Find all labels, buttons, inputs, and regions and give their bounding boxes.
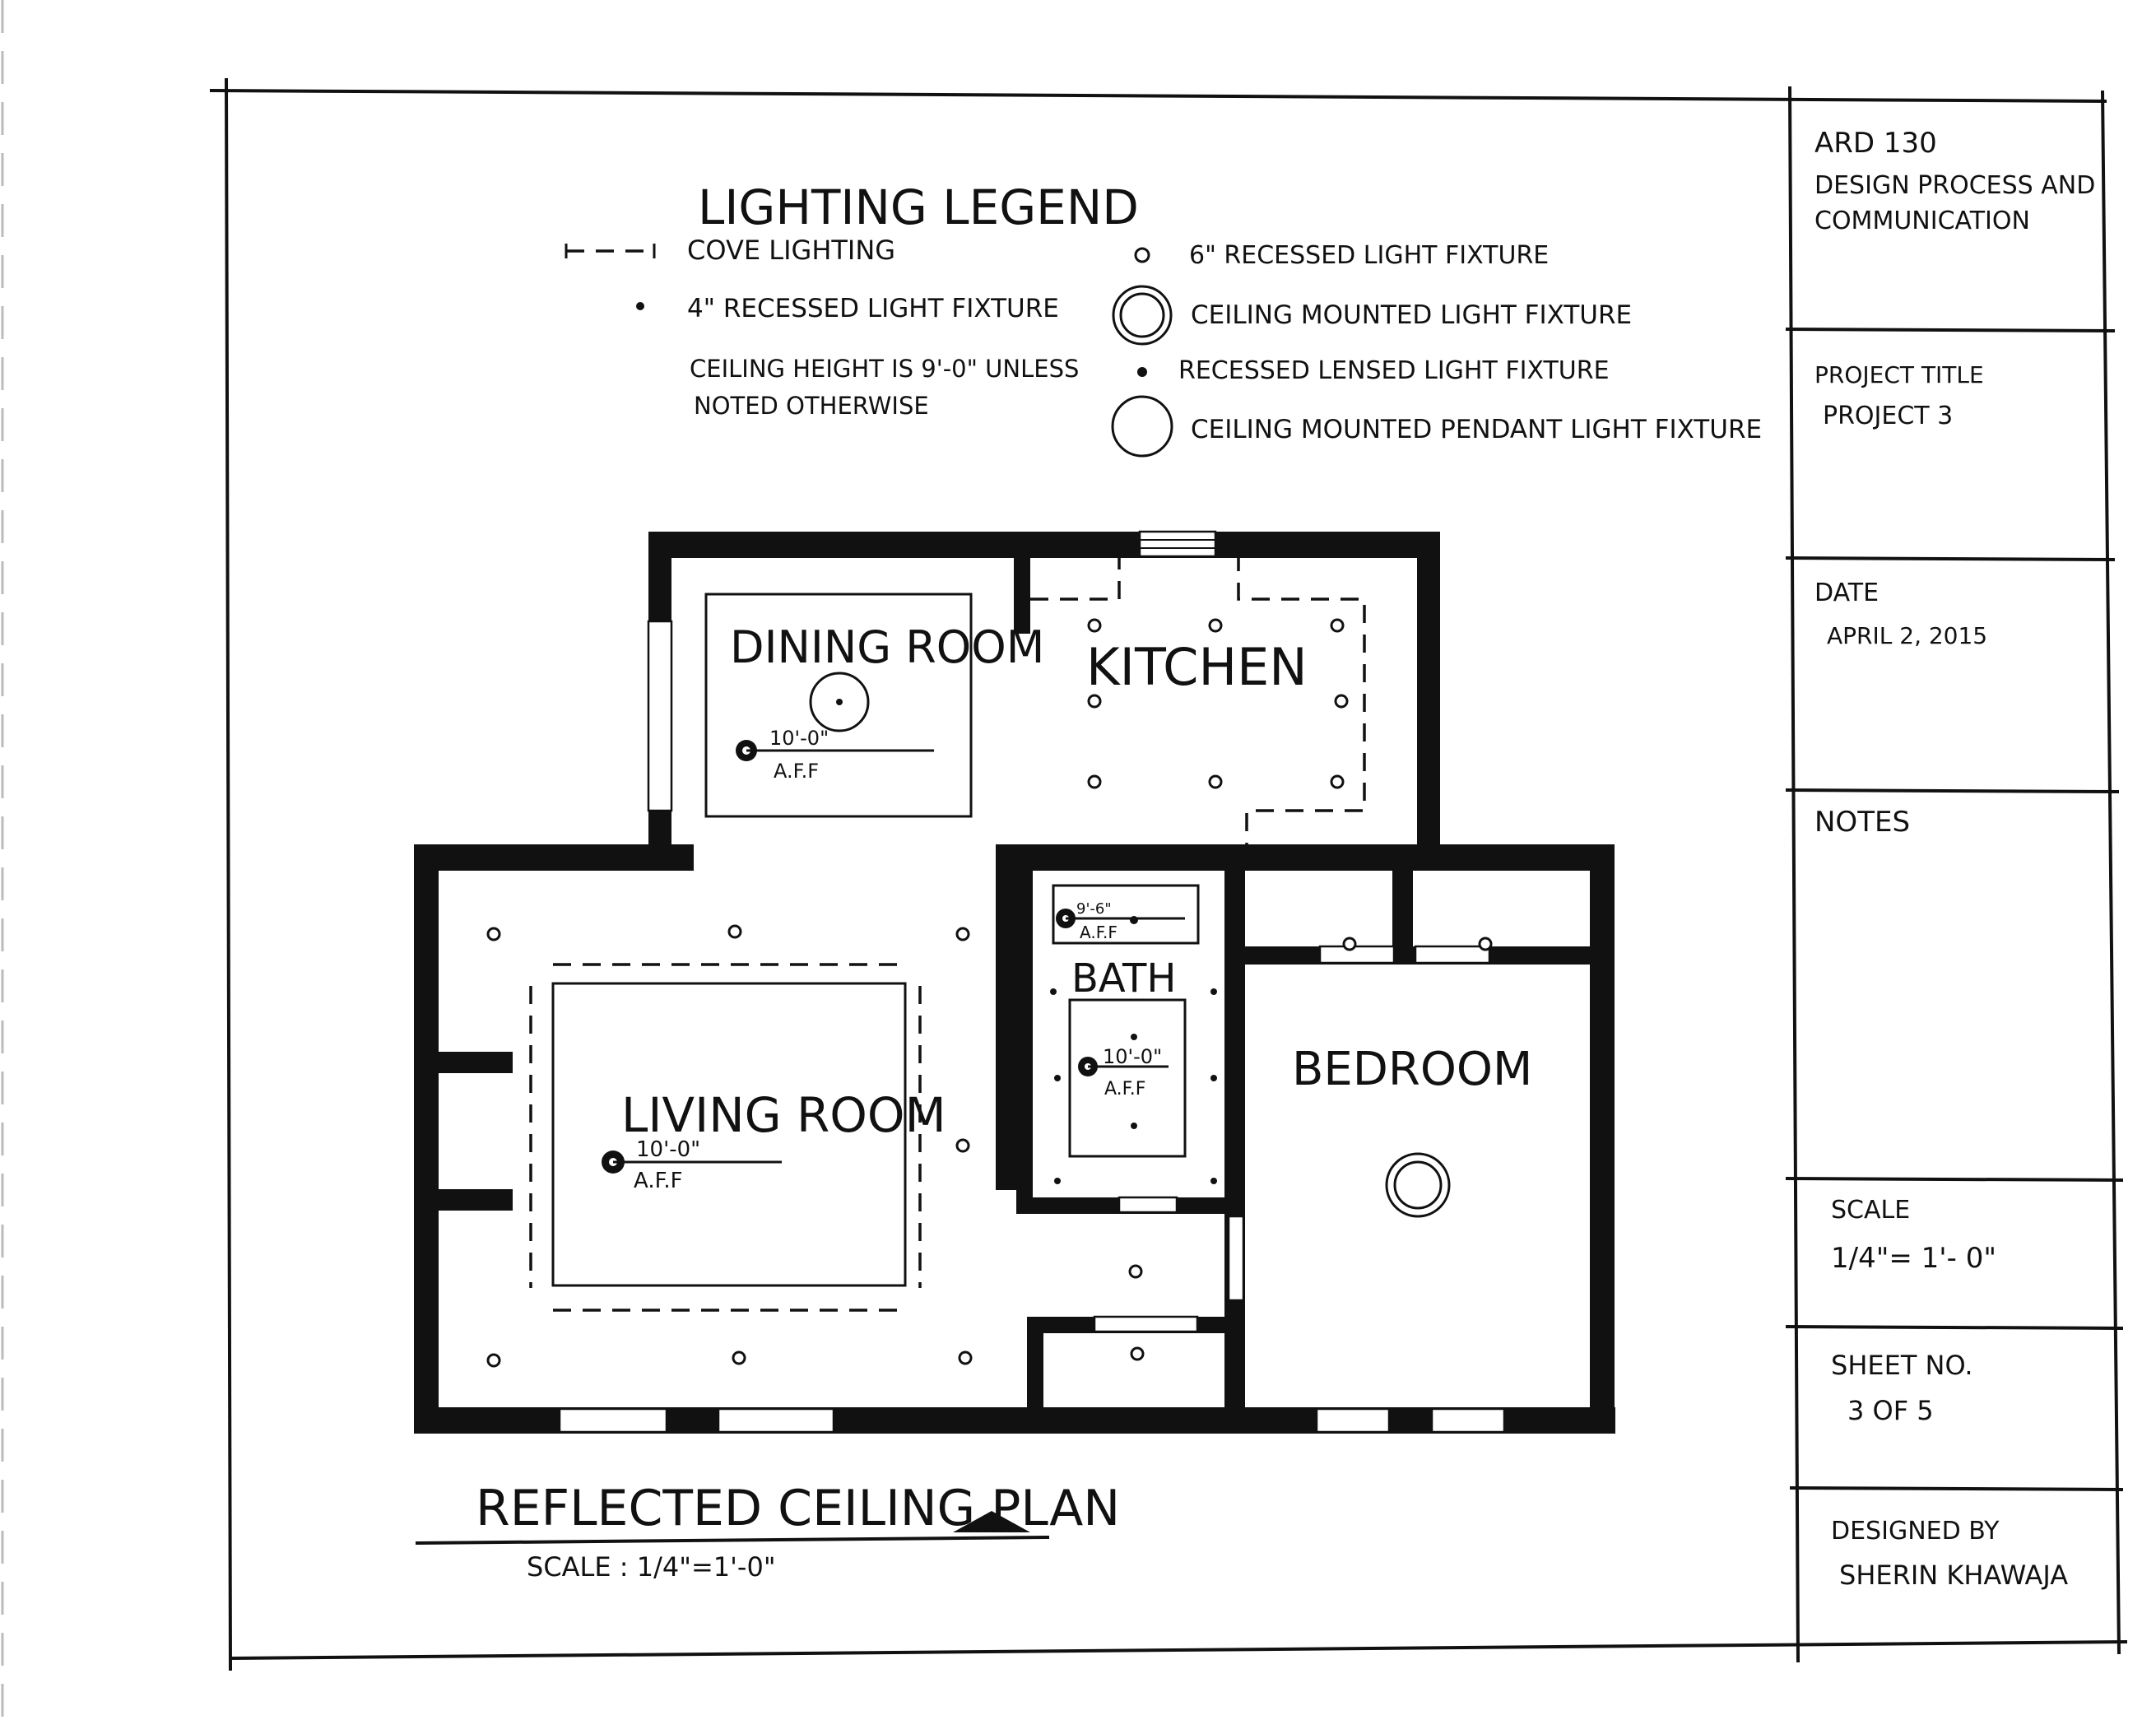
svg-text:A.F.F: A.F.F [634, 1169, 683, 1193]
room-label-bedroom: BEDROOM [1292, 1043, 1532, 1096]
legend-title: LIGHTING LEGEND [698, 179, 1139, 235]
living-recessed-light [732, 1350, 746, 1365]
living-recessed-light [958, 1350, 973, 1365]
designer-label: DESIGNED BY [1831, 1517, 2000, 1546]
dining-ceiling-panel [704, 593, 973, 818]
kitchen-recessed-light [1330, 618, 1345, 633]
svg-text:A.F.F: A.F.F [774, 760, 819, 783]
bath-recessed-light [1210, 988, 1217, 995]
kitchen-recessed-light [1087, 694, 1102, 709]
cove-lighting [529, 551, 1366, 1312]
living-ceiling-panel [551, 982, 907, 1287]
living-recessed-light [727, 924, 742, 939]
hall-recessed-light [1128, 1264, 1143, 1279]
kitchen-recessed-light [1330, 774, 1345, 789]
kitchen-recessed-light [1208, 618, 1223, 633]
legend-label-ceiling-mounted: CEILING MOUNTED LIGHT FIXTURE [1191, 300, 1632, 330]
bath-recessed-light [1130, 916, 1138, 924]
svg-text:10'-0": 10'-0" [769, 727, 829, 750]
date-value: APRIL 2, 2015 [1827, 622, 1987, 649]
project-title-label: PROJECT TITLE [1814, 361, 1984, 388]
svg-text:A.F.F: A.F.F [1104, 1079, 1145, 1099]
kitchen-recessed-light [1208, 774, 1223, 789]
windows [558, 530, 1506, 1434]
designer-value: SHERIN KHAWAJA [1839, 1560, 2068, 1591]
ceiling-tag-dining: 10'-0" A.F.F [736, 727, 934, 783]
drawing-scale: SCALE : 1/4"=1'-0" [527, 1551, 776, 1583]
drawing-title: REFLECTED CEILING PLAN SCALE : 1/4"=1'-0… [415, 1480, 1120, 1583]
room-label-dining: DINING ROOM [730, 621, 1044, 673]
ceiling-tag-living: 10'-0" A.F.F [602, 1137, 782, 1193]
sheet-border [209, 77, 2128, 1671]
ceiling-tag-bath-vanity: 9'-6" A.F.F [1056, 900, 1185, 942]
date-label: DATE [1814, 579, 1879, 607]
legend-label-6in: 6" RECESSED LIGHT FIXTURE [1189, 241, 1549, 270]
legend-label-4in: 4" RECESSED LIGHT FIXTURE [687, 294, 1059, 323]
kitchen-recessed-light [1087, 774, 1102, 789]
recessed-6in-symbol [1134, 247, 1150, 263]
bath-recessed-light [1210, 1075, 1217, 1081]
cove-lighting-symbol [565, 244, 656, 258]
living-recessed-light [486, 927, 501, 941]
ceiling-tag-bath: 10'-0" A.F.F [1078, 1045, 1169, 1099]
legend-label-cove: COVE LIGHTING [687, 235, 895, 266]
dining-pendant-center [836, 699, 843, 705]
svg-text:9'-6": 9'-6" [1076, 900, 1112, 918]
course-name-line2: COMMUNICATION [1814, 207, 2030, 235]
kitchen-recessed-light [1087, 618, 1102, 633]
bath-recessed-light [1054, 1178, 1061, 1184]
bath-recessed-light [1210, 1178, 1217, 1184]
bath-vanity-panel [1052, 884, 1200, 945]
north-arrow-icon [953, 1511, 1030, 1532]
light-fixtures [486, 618, 1493, 1368]
svg-text:10'-0": 10'-0" [1103, 1045, 1162, 1068]
title-block: ARD 130 DESIGN PROCESS AND COMMUNICATION… [1785, 127, 2124, 1591]
bedroom-ceiling-light-inner [1393, 1160, 1443, 1210]
recessed-lensed-symbol [1137, 367, 1147, 377]
sheet-label: SHEET NO. [1831, 1350, 1973, 1381]
closet-recessed-light [1478, 937, 1493, 951]
living-recessed-light [486, 1353, 501, 1368]
project-title-value: PROJECT 3 [1823, 402, 1953, 430]
room-label-bath: BATH [1071, 955, 1176, 1002]
bath-recessed-light [1050, 988, 1057, 995]
legend-label-lensed: RECESSED LENSED LIGHT FIXTURE [1178, 356, 1610, 385]
room-label-kitchen: KITCHEN [1086, 637, 1308, 697]
title-block-dividers [1785, 328, 2124, 1491]
living-recessed-light [955, 1138, 970, 1153]
legend-note-line2: NOTED OTHERWISE [694, 392, 929, 420]
kitchen-recessed-light [1334, 694, 1349, 709]
legend-note-line1: CEILING HEIGHT IS 9'-0" UNLESS [690, 355, 1079, 383]
scale-label: SCALE [1831, 1196, 1910, 1225]
bath-ceiling-panel [1068, 998, 1187, 1158]
sheet-value: 3 OF 5 [1847, 1395, 1934, 1426]
bath-recessed-light [1131, 1034, 1137, 1040]
svg-text:A.F.F: A.F.F [1080, 923, 1117, 942]
svg-text:10'-0": 10'-0" [636, 1137, 700, 1162]
lighting-legend: LIGHTING LEGEND COVE LIGHTING 4" RECESSE… [565, 179, 1762, 458]
room-label-living: LIVING ROOM [621, 1087, 946, 1143]
closet-recessed-light [1130, 1346, 1145, 1361]
notes-label: NOTES [1814, 806, 1910, 839]
pendant-symbol [1111, 395, 1173, 458]
bath-recessed-light [1131, 1123, 1137, 1129]
recessed-4in-symbol [636, 302, 644, 310]
floor-plan: DINING ROOM KITCHEN LIVING ROOM BATH BED… [414, 530, 1615, 1434]
course-code: ARD 130 [1814, 127, 1937, 160]
ceiling-mounted-symbol-inner [1119, 292, 1165, 338]
bath-recessed-light [1054, 1075, 1061, 1081]
legend-label-pendant: CEILING MOUNTED PENDANT LIGHT FIXTURE [1191, 415, 1762, 444]
closet-recessed-light [1342, 937, 1357, 951]
ceiling-panels [551, 593, 1200, 1287]
scale-value: 1/4"= 1'- 0" [1831, 1242, 1996, 1275]
living-recessed-light [955, 927, 970, 941]
course-name-line1: DESIGN PROCESS AND [1814, 171, 2095, 200]
